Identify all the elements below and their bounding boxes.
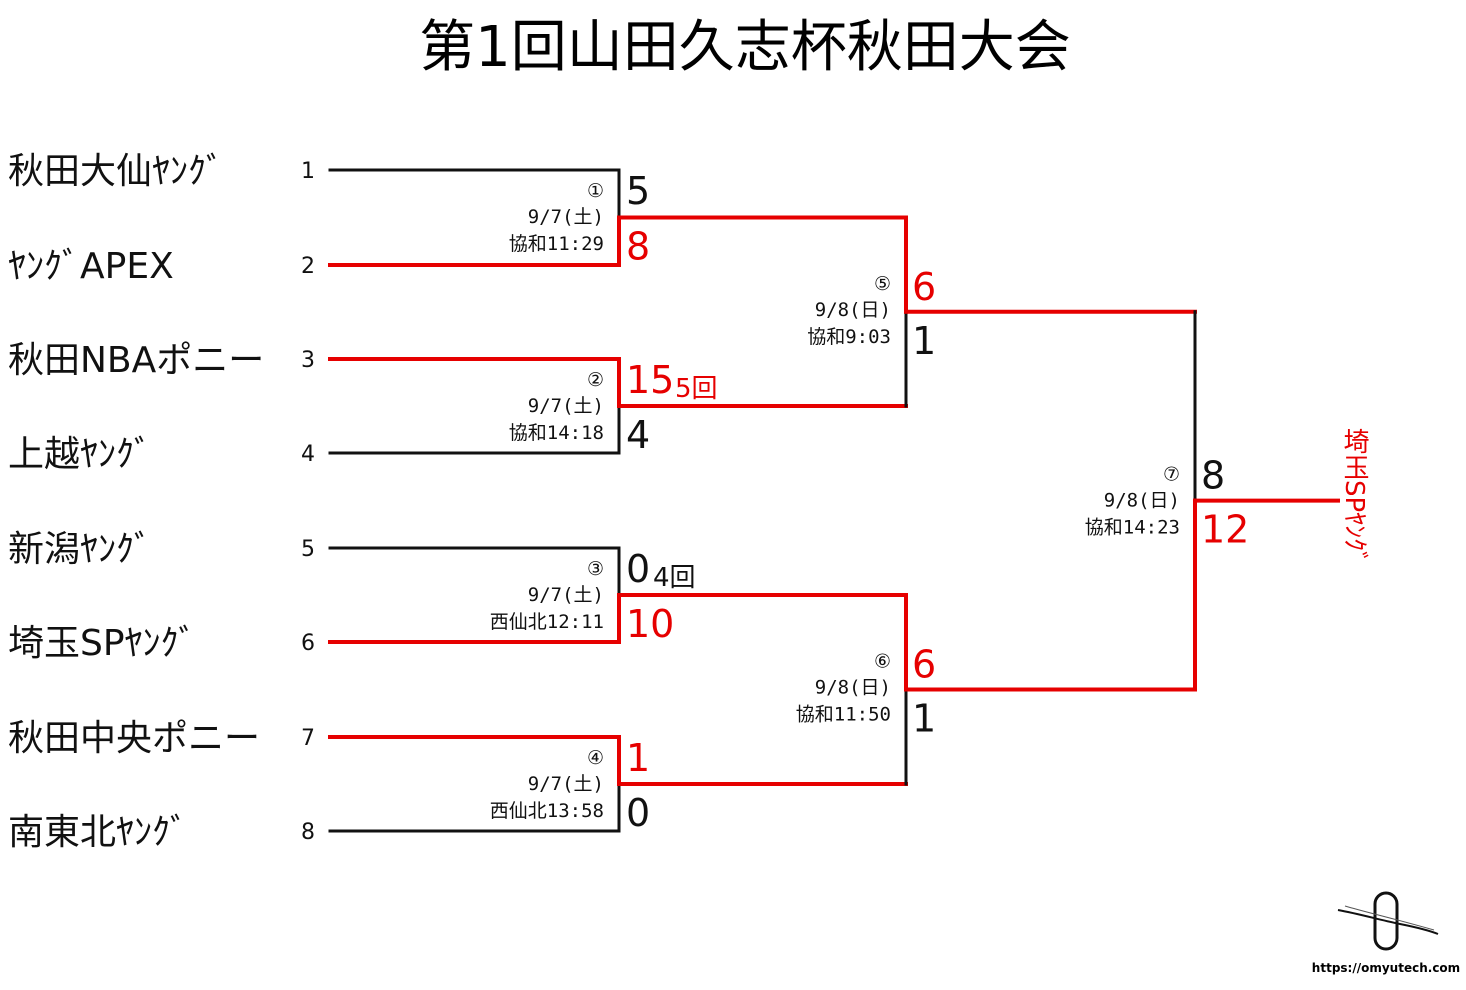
team-seed: 8 bbox=[301, 820, 315, 845]
site-logo: https://omyutech.com bbox=[1312, 891, 1460, 975]
score-top: 6 bbox=[912, 643, 936, 687]
game-venue-time: 協和11:50 bbox=[796, 704, 891, 726]
team-seed: 6 bbox=[301, 631, 315, 656]
inning-note: 4回 bbox=[653, 563, 696, 593]
score-top: 0 bbox=[626, 547, 650, 591]
team-seed: 4 bbox=[301, 442, 315, 467]
team-name: 新潟ﾔﾝｸﾞ bbox=[8, 529, 152, 570]
game-date: 9/7(土) bbox=[528, 773, 604, 795]
score-bottom: 12 bbox=[1201, 508, 1249, 552]
game-venue-time: 西仙北13:58 bbox=[490, 800, 604, 822]
score-bottom: 8 bbox=[626, 225, 650, 269]
score-bottom: 4 bbox=[626, 413, 650, 457]
champion-name: 埼玉SPﾔﾝｸﾞ bbox=[1339, 428, 1369, 564]
score-bottom: 0 bbox=[626, 791, 650, 835]
game-number: ① bbox=[587, 180, 604, 202]
score-top: 8 bbox=[1201, 454, 1225, 498]
team-name: 上越ﾔﾝｸﾞ bbox=[8, 434, 152, 475]
game-number: ③ bbox=[587, 558, 604, 580]
game-number: ⑥ bbox=[874, 651, 891, 673]
tournament-title: 第1回山田久志杯秋田大会 bbox=[419, 15, 1071, 80]
score-bottom: 1 bbox=[912, 319, 936, 363]
game-venue-time: 協和14:18 bbox=[509, 422, 604, 444]
game-number: ⑦ bbox=[1163, 464, 1180, 486]
bracket-labels: 秋田大仙ﾔﾝｸﾞ 1 ﾔﾝｸﾞAPEX 2 秋田NBAポニー 3 上越ﾔﾝｸﾞ 4 新潟ﾔﾝｸﾞ… bbox=[8, 151, 1369, 853]
team-seed: 7 bbox=[301, 726, 315, 751]
team-name: 埼玉SPﾔﾝｸﾞ bbox=[8, 623, 197, 664]
team-name: 南東北ﾔﾝｸﾞ bbox=[8, 812, 188, 853]
site-url: https://omyutech.com bbox=[1312, 961, 1460, 975]
team-seed: 5 bbox=[301, 537, 315, 562]
game-date: 9/8(日) bbox=[815, 677, 891, 699]
game-date: 9/7(土) bbox=[528, 395, 604, 417]
team-seed: 3 bbox=[301, 348, 315, 373]
inning-note: 5回 bbox=[675, 374, 718, 404]
game-date: 9/7(土) bbox=[528, 584, 604, 606]
team-seed: 2 bbox=[301, 254, 315, 279]
logo-swoosh bbox=[1337, 909, 1439, 935]
score-bottom: 1 bbox=[912, 697, 936, 741]
game-number: ② bbox=[587, 369, 604, 391]
game-number: ⑤ bbox=[874, 273, 891, 295]
game-venue-time: 協和14:23 bbox=[1085, 517, 1180, 539]
score-top: 15 bbox=[626, 358, 674, 402]
game-date: 9/8(日) bbox=[1104, 490, 1180, 512]
score-top: 5 bbox=[626, 169, 650, 213]
score-top: 1 bbox=[626, 736, 650, 780]
team-seed: 1 bbox=[301, 159, 315, 184]
game-number: ④ bbox=[587, 747, 604, 769]
team-name: 秋田NBAポニー bbox=[8, 340, 264, 381]
bracket-lines bbox=[328, 168, 1340, 833]
team-name: 秋田大仙ﾔﾝｸﾞ bbox=[8, 151, 224, 192]
logo-ring bbox=[1373, 891, 1399, 951]
game-venue-time: 西仙北12:11 bbox=[490, 611, 604, 633]
game-date: 9/7(土) bbox=[528, 206, 604, 228]
score-top: 6 bbox=[912, 265, 936, 309]
team-name: ﾔﾝｸﾞAPEX bbox=[8, 246, 174, 287]
game-venue-time: 協和11:29 bbox=[509, 233, 604, 255]
score-bottom: 10 bbox=[626, 602, 674, 646]
team-name: 秋田中央ポニー bbox=[8, 718, 260, 759]
logo-swoosh-2 bbox=[1344, 905, 1435, 931]
game-date: 9/8(日) bbox=[815, 299, 891, 321]
game-venue-time: 協和9:03 bbox=[807, 326, 891, 348]
